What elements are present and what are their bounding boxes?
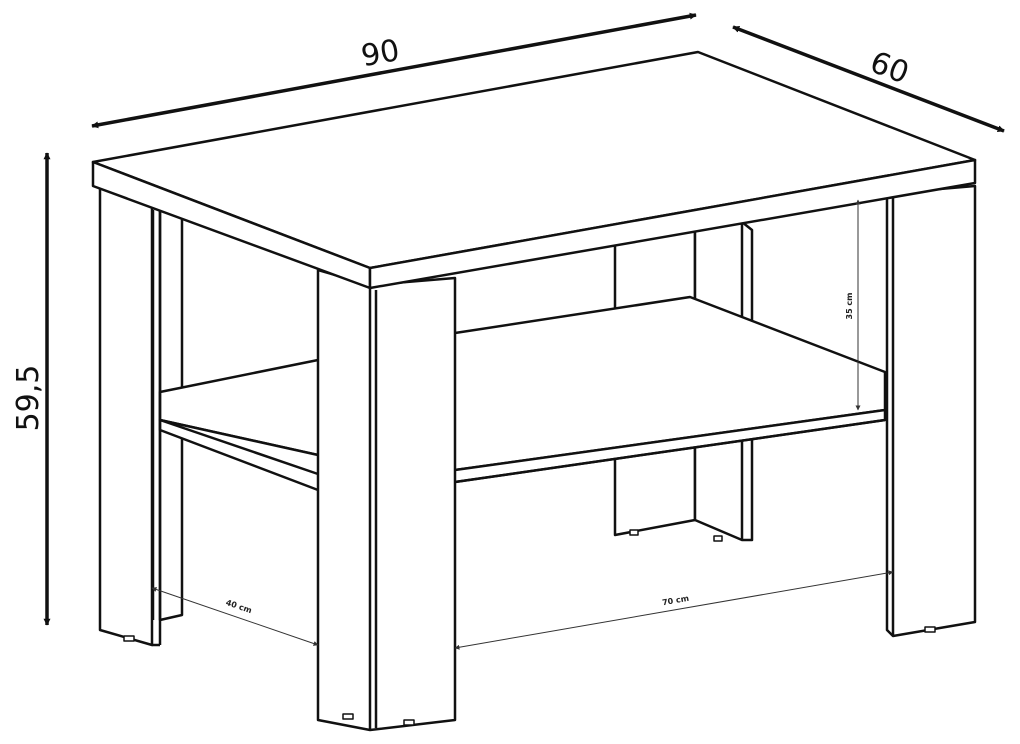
front-opening-label: 70 cm xyxy=(661,594,689,608)
inner-dimensions xyxy=(151,199,894,650)
depth-label: 60 xyxy=(865,45,913,91)
front-right-leg xyxy=(885,184,977,638)
table-top xyxy=(91,50,977,290)
table-drawing xyxy=(91,50,977,732)
width-label: 90 xyxy=(359,33,403,74)
side-opening-label: 40 cm xyxy=(225,598,253,615)
overall-dimensions xyxy=(43,12,1005,626)
height-label: 59,5 xyxy=(11,365,46,432)
lower-shelf xyxy=(158,295,887,492)
front-opening-arrow xyxy=(454,570,894,650)
depth-arrow xyxy=(732,25,1005,133)
shelf-clearance-label: 35 cm xyxy=(845,293,854,320)
front-left-leg xyxy=(98,186,162,647)
front-center-leg xyxy=(316,268,457,732)
width-arrow xyxy=(91,12,697,129)
side-opening-arrow xyxy=(151,587,319,646)
